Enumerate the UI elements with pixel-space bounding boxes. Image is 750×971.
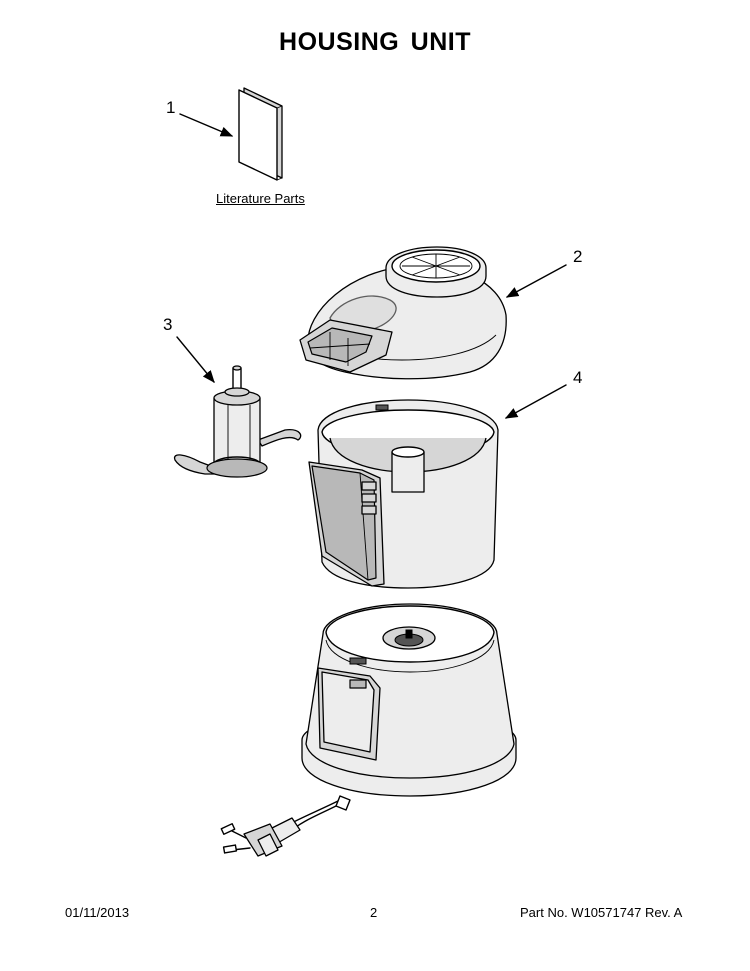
blade-assembly bbox=[173, 365, 302, 478]
footer-page-number: 2 bbox=[370, 905, 378, 920]
work-bowl bbox=[308, 399, 499, 589]
footer-date: 01/11/2013 bbox=[65, 905, 130, 920]
arrow-3 bbox=[176, 336, 215, 383]
motor-base bbox=[220, 603, 517, 857]
page-title: HOUSING UNIT bbox=[279, 28, 471, 56]
literature-parts-label: Literature Parts bbox=[216, 191, 305, 206]
literature-booklet bbox=[238, 87, 283, 181]
arrow-4 bbox=[504, 384, 567, 419]
footer-part-number: Part No. W10571747 Rev. A bbox=[520, 905, 683, 920]
callout-2: 2 bbox=[573, 247, 583, 266]
arrow-1 bbox=[179, 113, 234, 137]
callout-arrows bbox=[176, 113, 567, 419]
callout-4: 4 bbox=[573, 368, 583, 387]
arrow-2 bbox=[505, 264, 567, 298]
callout-1: 1 bbox=[166, 98, 176, 117]
lid-part bbox=[299, 246, 507, 380]
callout-3: 3 bbox=[163, 315, 173, 334]
